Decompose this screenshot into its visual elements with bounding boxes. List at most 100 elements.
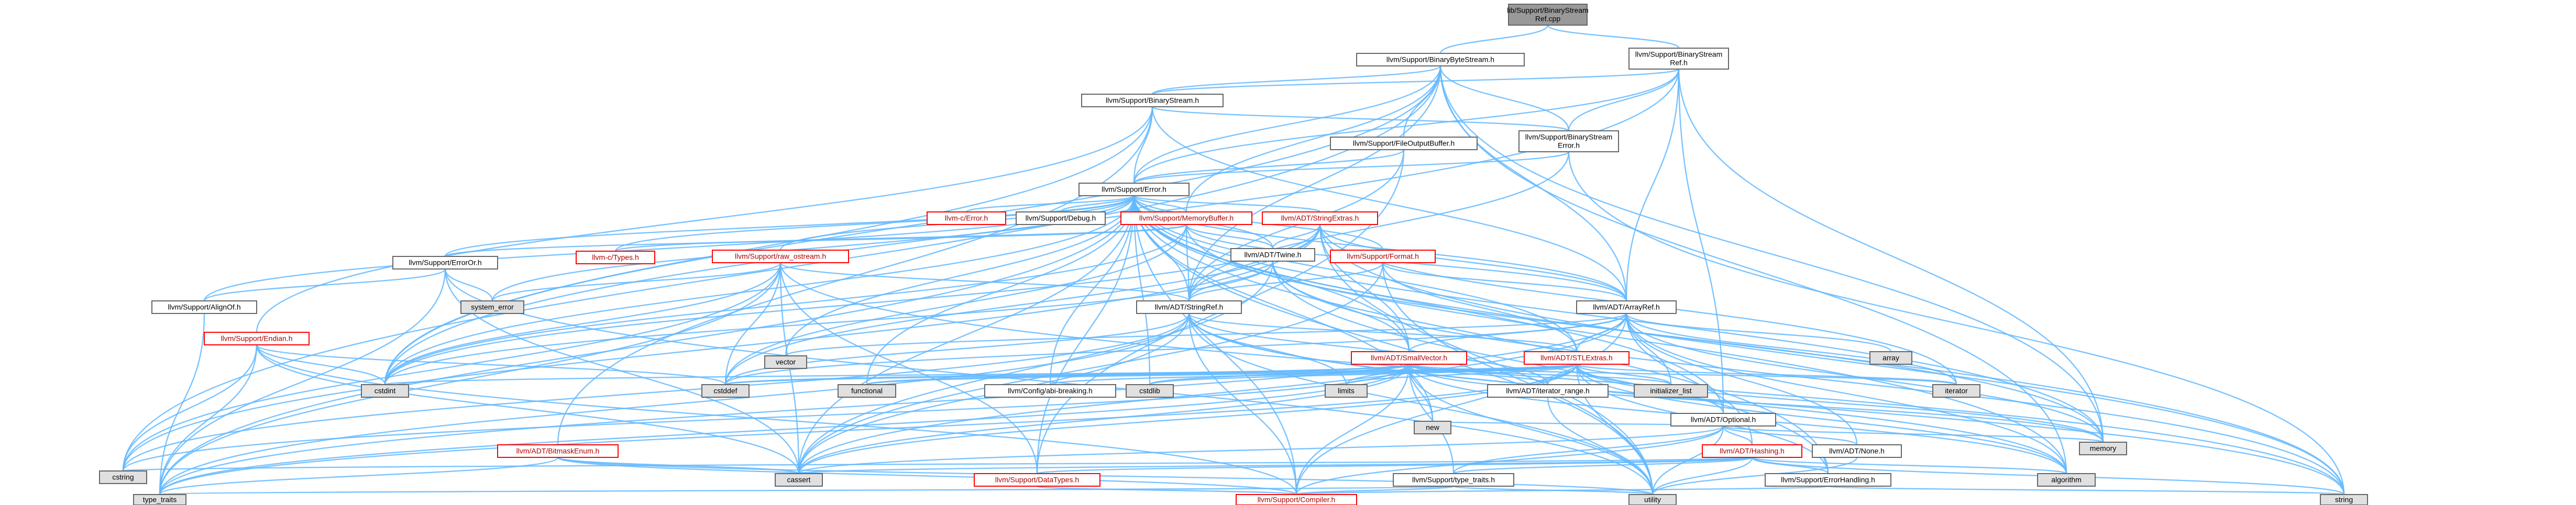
node-new[interactable]: new bbox=[1414, 421, 1451, 434]
edge-errorort-to-typetraits bbox=[159, 268, 446, 495]
edge-streamref-to-optional bbox=[1678, 69, 1724, 414]
edge-stlextras-to-cstdint bbox=[384, 363, 1578, 386]
edge-bytestream-to-binarystream bbox=[1151, 65, 1441, 95]
edge-error-to-stringextras bbox=[1133, 195, 1321, 213]
edge-format-to-arrayref bbox=[1382, 262, 1627, 301]
node-vector[interactable]: vector bbox=[764, 355, 807, 369]
node-box-none bbox=[1812, 444, 1902, 458]
node-stringextras[interactable]: llvm/ADT/StringExtras.h bbox=[1262, 211, 1378, 225]
node-cstring[interactable]: cstring bbox=[99, 470, 147, 484]
node-box-cstdint bbox=[361, 384, 409, 398]
node-label-systemerror: system_error bbox=[471, 303, 514, 311]
node-cerror[interactable]: llvm-c/Error.h bbox=[927, 211, 1006, 225]
edge-stringref-to-compiler bbox=[1188, 313, 1297, 495]
node-stlextras[interactable]: llvm/ADT/STLExtras.h bbox=[1524, 351, 1630, 365]
node-cstddef[interactable]: cstddef bbox=[701, 384, 750, 398]
node-systemerror[interactable]: system_error bbox=[460, 300, 524, 314]
edge-error-to-compiler bbox=[1133, 195, 1297, 495]
edge-smallvector-to-cassert bbox=[798, 364, 1410, 474]
edge-stringref-to-cstddef bbox=[724, 313, 1190, 385]
node-label-alignof: llvm/Support/AlignOf.h bbox=[168, 303, 240, 311]
node-memory[interactable]: memory bbox=[2079, 442, 2127, 455]
node-array[interactable]: array bbox=[1869, 351, 1912, 365]
node-label-compiler: llvm/Support/Compiler.h bbox=[1258, 496, 1336, 504]
node-twine[interactable]: llvm/ADT/Twine.h bbox=[1230, 248, 1315, 262]
node-compiler[interactable]: llvm/Support/Compiler.h bbox=[1236, 494, 1357, 505]
node-box-stlextras bbox=[1524, 351, 1630, 365]
edge-hashing-to-cassert bbox=[798, 456, 1753, 475]
node-label-memorybuffer: llvm/Support/MemoryBuffer.h bbox=[1139, 214, 1234, 222]
edge-streamerror-to-error bbox=[1133, 151, 1570, 184]
edge-arrayref-to-initlist bbox=[1625, 313, 1672, 385]
edge-stlextras-to-cstdlib bbox=[1149, 363, 1578, 386]
edge-error-to-ctypes bbox=[614, 195, 1135, 252]
node-ctypes[interactable]: llvm-c/Types.h bbox=[576, 251, 655, 264]
node-errorort[interactable]: llvm/Support/ErrorOr.h bbox=[392, 256, 498, 270]
node-utility[interactable]: utility bbox=[1628, 494, 1677, 505]
node-box-ctypes bbox=[576, 251, 655, 264]
node-alignof[interactable]: llvm/Support/AlignOf.h bbox=[151, 300, 257, 314]
node-cstdint[interactable]: cstdint bbox=[361, 384, 409, 398]
node-error[interactable]: llvm/Support/Error.h bbox=[1078, 183, 1190, 196]
node-datatypes[interactable]: llvm/Support/DataTypes.h bbox=[974, 473, 1100, 487]
node-cstdlib[interactable]: cstdlib bbox=[1126, 384, 1174, 398]
edge-endian-to-compiler bbox=[256, 344, 1297, 495]
node-cassert[interactable]: cassert bbox=[775, 473, 823, 487]
edge-rawostream-to-cstddef bbox=[724, 262, 781, 385]
node-limits[interactable]: limits bbox=[1325, 384, 1368, 398]
node-hashing[interactable]: llvm/ADT/Hashing.h bbox=[1702, 444, 1802, 458]
node-box-endian bbox=[204, 332, 310, 345]
node-box-databreaking bbox=[984, 384, 1116, 398]
node-string[interactable]: string bbox=[2320, 494, 2368, 505]
edge-error-to-format bbox=[1133, 195, 1384, 251]
node-bytestream[interactable]: llvm/Support/BinaryByteStream.h bbox=[1356, 53, 1525, 66]
node-box-debug bbox=[1016, 211, 1106, 225]
node-typetraits[interactable]: type_traits bbox=[133, 494, 186, 505]
node-debug[interactable]: llvm/Support/Debug.h bbox=[1016, 211, 1106, 225]
edge-error-to-databreaking bbox=[1049, 195, 1135, 385]
node-bitmaskenum[interactable]: llvm/ADT/BitmaskEnum.h bbox=[497, 444, 619, 458]
node-arrayref[interactable]: llvm/ADT/ArrayRef.h bbox=[1576, 300, 1677, 314]
node-iterator[interactable]: iterator bbox=[1932, 384, 1980, 398]
node-initlist[interactable]: initializer_list bbox=[1634, 384, 1708, 398]
node-memorybuffer[interactable]: llvm/Support/MemoryBuffer.h bbox=[1120, 211, 1252, 225]
node-errorhandling[interactable]: llvm/Support/ErrorHandling.h bbox=[1765, 473, 1891, 487]
node-databreaking[interactable]: llvm/Config/abi-breaking.h bbox=[984, 384, 1116, 398]
edge-rawostream-to-typetraits bbox=[159, 262, 781, 495]
node-label-datatypes: llvm/Support/DataTypes.h bbox=[995, 476, 1079, 484]
edge-streamref-to-memory bbox=[1678, 69, 2104, 443]
node-label-iterator: iterator bbox=[1945, 387, 1968, 395]
edge-twine-to-cstdint bbox=[384, 261, 1274, 385]
node-fileoutbuf[interactable]: llvm/Support/FileOutputBuffer.h bbox=[1330, 137, 1478, 150]
edge-smallvector-to-initlist bbox=[1408, 363, 1672, 386]
edge-error-to-utility bbox=[1133, 195, 1654, 495]
node-smallvector[interactable]: llvm/ADT/SmallVector.h bbox=[1351, 351, 1467, 365]
edge-stringref-to-typetraits bbox=[159, 313, 1190, 495]
node-box-array bbox=[1869, 351, 1912, 365]
node-functional[interactable]: functional bbox=[838, 384, 896, 398]
edge-smallvector-to-typetraitsllvm bbox=[1408, 364, 1455, 474]
node-endian[interactable]: llvm/Support/Endian.h bbox=[204, 332, 310, 345]
edge-stringref-to-cstring bbox=[122, 313, 1190, 472]
node-label-typetraitsllvm: llvm/Support/type_traits.h bbox=[1412, 476, 1495, 484]
node-label-cassert: cassert bbox=[787, 476, 810, 484]
edge-optional-to-none bbox=[1722, 425, 1858, 446]
node-typetraitsllvm[interactable]: llvm/Support/type_traits.h bbox=[1393, 473, 1514, 487]
node-box-bitmaskenum bbox=[497, 444, 619, 458]
node-label-arrayref: llvm/ADT/ArrayRef.h bbox=[1593, 303, 1660, 311]
node-iteratorrange[interactable]: llvm/ADT/iterator_range.h bbox=[1487, 384, 1609, 398]
node-format[interactable]: llvm/Support/Format.h bbox=[1330, 250, 1436, 263]
node-box-fileoutbuf bbox=[1330, 137, 1478, 150]
node-binarystream[interactable]: llvm/Support/BinaryStream.h bbox=[1081, 94, 1224, 107]
node-none[interactable]: llvm/ADT/None.h bbox=[1812, 444, 1902, 458]
edge-arrayref-to-none bbox=[1625, 313, 1858, 445]
node-rawostream[interactable]: llvm/Support/raw_ostream.h bbox=[712, 250, 849, 263]
edge-bytestream-to-stringref bbox=[1188, 65, 1441, 301]
node-stringref[interactable]: llvm/ADT/StringRef.h bbox=[1136, 300, 1242, 314]
node-algorithm[interactable]: algorithm bbox=[2037, 473, 2096, 487]
node-optional[interactable]: llvm/ADT/Optional.h bbox=[1670, 413, 1776, 427]
